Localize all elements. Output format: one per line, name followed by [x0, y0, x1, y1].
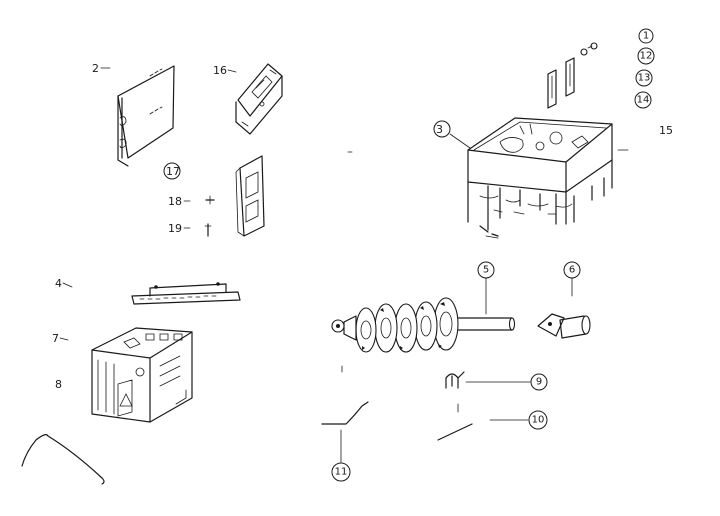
callout-10-label: 10 — [532, 415, 545, 426]
part-16-plate — [235, 63, 283, 135]
callout-13-label: 13 — [638, 73, 651, 84]
callout-15-label: 15 — [659, 124, 673, 137]
part-17-bracket — [235, 155, 265, 237]
leader-16 — [227, 69, 237, 73]
part-5-cam-shaft — [331, 297, 516, 353]
part-4-contact-strip — [131, 282, 241, 305]
scan-mark — [485, 235, 499, 239]
callout-8-label: 8 — [55, 378, 62, 391]
part-3-switch-housing — [467, 117, 613, 237]
callout-3-label: 3 — [436, 123, 443, 136]
callout-13-circle — [635, 69, 653, 87]
callout-9-label: 9 — [536, 377, 542, 388]
callout-5-label: 5 — [483, 265, 489, 276]
part-6-knob-adapter — [537, 313, 591, 339]
callout-1-label: 1 — [643, 31, 649, 42]
part-1-screw — [587, 42, 598, 50]
wire-spring — [21, 434, 105, 485]
part-9-clip — [445, 371, 465, 389]
callout-3-circle — [433, 120, 451, 138]
callout-7-label: 7 — [52, 332, 59, 345]
part-12-washer — [580, 48, 588, 56]
part-8-cage-body — [91, 331, 193, 423]
part-10-pin — [437, 423, 473, 441]
part-19-screw — [204, 223, 212, 237]
part-14-terminal — [547, 69, 557, 109]
callout-11-circle — [331, 462, 351, 482]
leader-7 — [59, 337, 69, 341]
callout-19-label: 19 — [168, 222, 182, 235]
callout-14-label: 14 — [637, 95, 650, 106]
callout-10-circle — [528, 410, 548, 430]
part-18-screw — [205, 195, 215, 205]
part-13-terminal — [565, 57, 575, 97]
callout-11-label: 11 — [335, 467, 348, 478]
callout-18-label: 18 — [168, 195, 182, 208]
callout-16-label: 16 — [213, 64, 227, 77]
part-2-bracket — [117, 65, 175, 167]
callout-12-label: 12 — [640, 51, 653, 62]
callout-1-circle — [638, 28, 654, 44]
callout-2-label: 2 — [92, 62, 99, 75]
callout-14-circle — [634, 91, 652, 109]
callout-6-label: 6 — [569, 265, 575, 276]
part-11-spring-wire — [321, 401, 369, 425]
leader-3 — [449, 133, 471, 149]
callout-9-circle — [530, 373, 548, 391]
callout-12-circle — [637, 47, 655, 65]
callout-17-circle — [163, 162, 181, 180]
callout-4-label: 4 — [55, 277, 62, 290]
leader-4 — [62, 282, 73, 288]
part-7-cage-top — [91, 327, 193, 359]
callout-17-label: 17 — [166, 165, 180, 178]
